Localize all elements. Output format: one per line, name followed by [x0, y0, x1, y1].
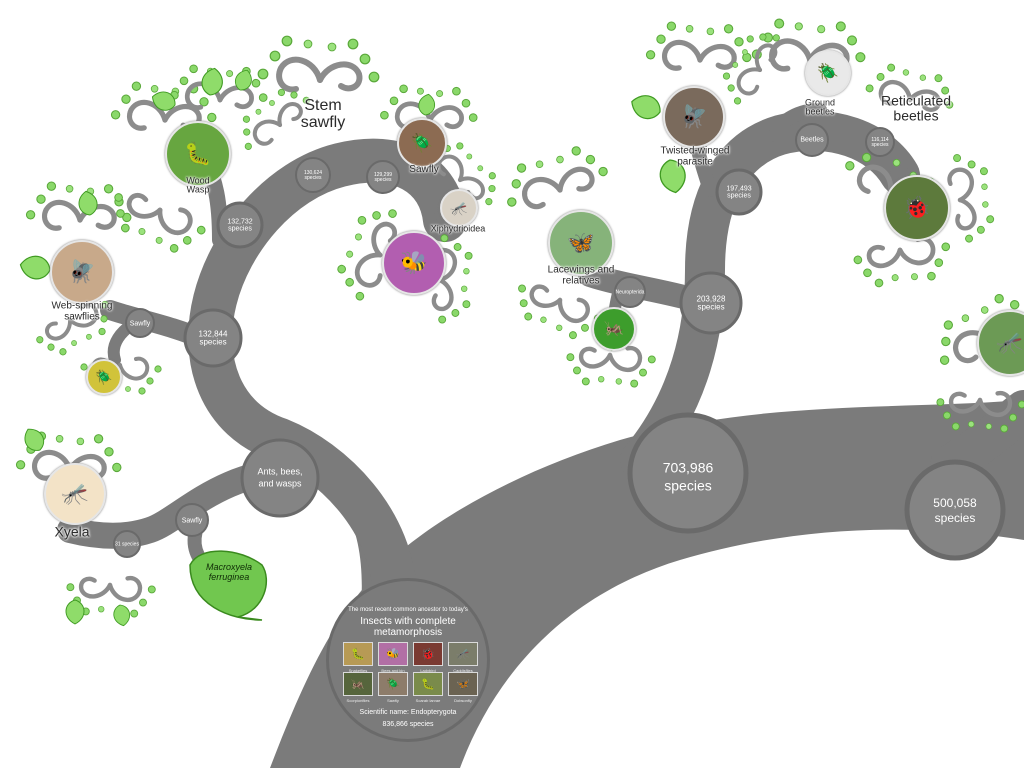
twisted-winged-icon: 🪰 — [680, 104, 708, 129]
label-703986: 703,986 species — [662, 459, 714, 494]
node-132844 — [183, 308, 243, 368]
ancestor-circle[interactable]: The most recent common ancestor to today… — [326, 578, 490, 742]
ladybird-icon: 🐞 — [903, 195, 931, 220]
ancestor-thumb-caption: Snakeflies — [348, 668, 368, 673]
label-reticulated[interactable]: Reticulated beetles — [880, 92, 952, 123]
green-insect-icon: 🦗 — [604, 320, 624, 337]
label-lacewings[interactable]: Lacewings and relatives — [547, 264, 615, 286]
label-xiphydrioidea[interactable]: Xiphydrioidea — [430, 223, 486, 234]
photo-wood-wasp[interactable]: 🐛 — [165, 121, 231, 187]
node-116114 — [865, 127, 895, 157]
ancestor-thumb-caption: Scorpionflies — [346, 698, 370, 703]
ancestor-scientific-name: Scientific name: Endopterygota — [359, 709, 457, 716]
insect-icon: 🐛 — [351, 648, 365, 661]
ancestor-thumb[interactable]: 🐝 Bees and kin — [378, 642, 408, 673]
ancestor-thumb-grid: 🐛 Snakeflies 🐝 Bees and kin 🐞 Ladybird 🦟 Caddis… — [343, 642, 478, 703]
insect-icon: 🐝 — [386, 648, 400, 661]
ancestor-thumb-caption: Scarab larvae — [415, 698, 441, 703]
ancestor-thumb-caption: Dobsonfly — [454, 698, 472, 703]
photo-web-spinning-sawfly[interactable]: 🪰 — [50, 240, 114, 304]
ground-beetle-icon: 🪲 — [816, 63, 840, 83]
ancestor-species-count: 836,866 species — [382, 721, 434, 728]
web-spinning-sawfly-icon: 🪰 — [68, 259, 96, 284]
ancestor-thumb-caption: Ladybird — [420, 668, 436, 673]
ancestor-thumb[interactable]: 🦟 Caddisflies — [448, 642, 478, 673]
label-ground-beetles[interactable]: Ground beetles — [804, 97, 836, 117]
photo-xiphydrioidea[interactable]: 🦟 — [440, 189, 478, 227]
node-203928 — [679, 271, 743, 335]
ancestor-title: Insects with complete metamorphosis — [360, 616, 456, 638]
node-sawfly-mid — [125, 308, 155, 338]
photo-yellow-sawfly[interactable]: 🪲 — [86, 359, 122, 395]
ancestor-thumb[interactable]: 🐛 Snakeflies — [343, 642, 373, 673]
ancestor-thumb-caption: Caddisflies — [453, 668, 473, 673]
label-twisted[interactable]: Twisted-winged parasite — [660, 145, 730, 167]
yellow-sawfly-icon: 🪲 — [95, 369, 113, 385]
photo-twisted-winged[interactable]: 🪰 — [663, 86, 725, 148]
label-130624: 130,624 species — [303, 169, 323, 181]
label-116114: 116,114 species — [871, 136, 889, 148]
insect-icon: 🐞 — [421, 648, 435, 661]
wood-wasp-icon: 🐛 — [184, 141, 212, 166]
ancestor-thumb-caption: Sawfly — [387, 698, 399, 703]
ancestor-thumb[interactable]: 🦗 Scorpionflies — [343, 672, 373, 703]
label-wood-wasp[interactable]: Wood Wasp — [186, 175, 210, 195]
node-500058 — [904, 459, 1006, 561]
macroxyela-leaf — [189, 550, 267, 621]
label-beetles: Beetles — [800, 136, 824, 144]
node-130624 — [295, 157, 331, 193]
insect-icon: 🐛 — [421, 678, 435, 691]
ancestor-thumb[interactable]: 🐛 Scarab larvae — [413, 672, 443, 703]
photo-xyela[interactable]: 🦟 — [44, 463, 106, 525]
label-203928: 203,928 species — [696, 294, 726, 312]
label-hym-node: 132,844 species — [198, 329, 228, 347]
node-neuropterida — [614, 276, 646, 308]
node-xyela-count — [113, 530, 141, 558]
ancestor-thumb[interactable]: 🐞 Ladybird — [413, 642, 443, 673]
insect-icon: 🦟 — [456, 648, 470, 661]
node-ants — [240, 438, 320, 518]
label-xyela[interactable]: Xyela — [54, 523, 90, 540]
label-132732: 132,732 species — [227, 218, 253, 233]
label-xyela-count: 31 species — [115, 541, 139, 548]
node-sawfly-low — [175, 503, 209, 537]
bee-icon: 🐝 — [400, 250, 428, 275]
photo-ladybird[interactable]: 🐞 — [884, 175, 950, 241]
label-sawfly-top[interactable]: Sawfly — [409, 163, 439, 175]
label-sawfly-mid: Sawfly — [129, 320, 151, 328]
node-132732 — [216, 201, 264, 249]
label-129299: 129,299 species — [373, 171, 393, 183]
sawfly-icon: 🪲 — [410, 133, 434, 153]
node-129299 — [366, 160, 400, 194]
nodes — [113, 123, 1006, 561]
photo-green-lacewing[interactable]: 🦗 — [592, 307, 636, 351]
xiphydrioidea-icon: 🦟 — [450, 200, 468, 216]
lacewing-icon: 🦋 — [567, 230, 595, 255]
photo-lacewing[interactable]: 🦋 — [548, 210, 614, 276]
label-sawfly-low: Sawfly — [181, 517, 203, 525]
node-beetles — [795, 123, 829, 157]
label-197493: 197,493 species — [726, 185, 752, 200]
label-ants[interactable]: Ants, bees, and wasps — [257, 466, 303, 488]
insect-icon: 🦋 — [456, 678, 470, 691]
ancestor-thumb[interactable]: 🪲 Sawfly — [378, 672, 408, 703]
label-500058: 500,058 species — [933, 496, 977, 525]
label-web-spinning[interactable]: Web-spinning sawflies — [51, 300, 113, 322]
xyela-icon: 🦟 — [61, 481, 89, 506]
ancestor-intro: The most recent common ancestor to today… — [348, 607, 468, 613]
right-insect-icon: 🦟 — [996, 330, 1024, 355]
ancestor-thumb[interactable]: 🦋 Dobsonfly — [448, 672, 478, 703]
insect-icon: 🪲 — [386, 678, 400, 691]
label-neuropterida: Neuropterida — [615, 289, 645, 296]
photo-sawfly[interactable]: 🪲 — [397, 118, 447, 168]
node-197493 — [715, 168, 763, 216]
photo-bumblebee[interactable]: 🐝 — [382, 231, 446, 295]
node-703986 — [627, 412, 749, 534]
insect-icon: 🦗 — [351, 678, 365, 691]
label-stem-sawfly[interactable]: Stem sawfly — [300, 97, 346, 131]
leaf-label-macroxyela[interactable]: Macroxyela ferruginea — [205, 562, 252, 583]
photo-ground-beetle[interactable]: 🪲 — [805, 50, 851, 96]
ancestor-thumb-caption: Bees and kin — [381, 668, 405, 673]
